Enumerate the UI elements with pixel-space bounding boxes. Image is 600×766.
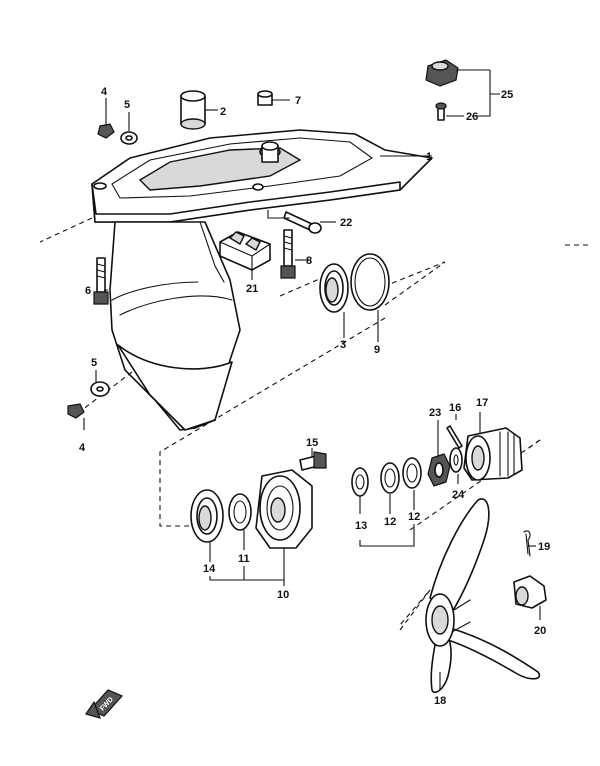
callout-20: 20 [534,625,546,637]
part-9-o-ring [350,253,390,311]
part-15-screw [299,451,327,471]
part-6-bolt [93,257,109,305]
part-4-bolt-upper [97,123,115,139]
part-12-seal-a [380,462,400,494]
callout-21: 21 [246,283,258,295]
part-16-pin [446,425,463,449]
forward-arrow: FWD [85,689,124,719]
callout-14: 14 [203,563,216,575]
callout-17: 17 [476,397,488,409]
callout-11: 11 [238,553,250,565]
callout-4-upper: 4 [101,86,108,98]
part-26-screw [435,102,447,121]
callout-12b: 12 [408,511,420,523]
callout-9: 9 [374,344,380,356]
part-10-housing [255,469,313,549]
callout-4-lower: 4 [79,442,86,454]
callout-26: 26 [466,111,478,123]
callout-8: 8 [306,255,312,267]
part-18-propeller [425,498,541,694]
part-5-washer-lower [90,381,110,397]
part-3-bearing [319,263,349,313]
callout-25: 25 [501,89,513,101]
callout-2: 2 [220,106,226,118]
part-7-cap [257,90,273,106]
part-8-bolt [280,229,296,279]
callout-5-upper: 5 [124,99,130,111]
callout-7: 7 [295,95,301,107]
part-4-bolt-lower [67,403,85,419]
gear-case-housing [91,129,433,431]
part-23-nut [427,453,451,487]
callout-3: 3 [340,339,346,351]
part-11-seal [228,493,252,531]
part-25-cover [425,59,459,87]
callout-6: 6 [85,285,91,297]
part-13-washer [351,467,369,497]
callout-18: 18 [434,695,446,707]
callout-10: 10 [277,589,289,601]
callout-24: 24 [452,489,465,501]
part-21-anode [219,231,271,271]
part-2-bushing [180,90,206,130]
callout-labels: 1 2 3 4 4 5 5 6 7 8 9 10 11 12 12 13 14 … [79,86,550,707]
part-24-washer [449,447,463,473]
part-12-seal-b [402,457,422,489]
callout-16: 16 [449,402,461,414]
part-19-cotter-pin [523,530,531,557]
part-17-hub [463,427,523,481]
part-20-nut [513,575,547,609]
part-14-bearing [190,489,224,543]
callout-23: 23 [429,407,441,419]
callout-12a: 12 [384,516,396,528]
callout-13: 13 [355,520,367,532]
callout-15: 15 [306,437,318,449]
callout-19: 19 [538,541,550,553]
callout-5-lower: 5 [91,357,97,369]
leader-lines [83,69,541,690]
callout-1: 1 [426,151,432,163]
part-5-washer-upper [120,131,138,145]
callout-22: 22 [340,217,352,229]
part-22-screw [283,211,322,234]
